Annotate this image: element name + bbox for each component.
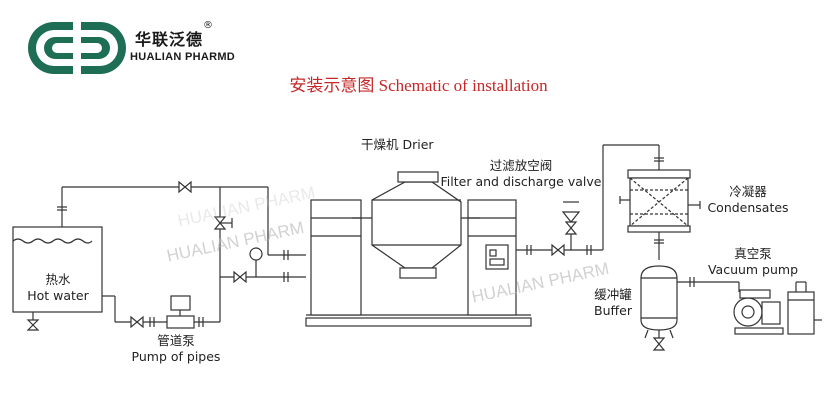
- return-line-valve: [178, 180, 192, 194]
- buffer-tank: [640, 265, 678, 351]
- filter-discharge-valve-label: 过滤放空阀 Filter and discharge valve: [440, 158, 602, 189]
- buffer-label: 缓冲罐 Buffer: [594, 287, 632, 318]
- company-logo: [28, 22, 126, 74]
- condenser-label: 冷凝器 Condensates: [707, 184, 789, 215]
- hot-water-label: 热水 Hot water: [27, 272, 89, 303]
- drier-label: 干燥机 Drier: [361, 137, 434, 152]
- condenser: [619, 169, 701, 233]
- tank-drain-valve: [26, 312, 40, 331]
- hot-water-tank: [12, 226, 103, 313]
- logo-name-en: HUALIAN PHARMD: [130, 51, 236, 63]
- logo-name-cn: 华联泛德: [135, 30, 204, 49]
- double-cone-drier: [305, 171, 532, 327]
- pump-inlet-valve: [130, 315, 144, 329]
- page-title: 安装示意图 Schematic of installation: [289, 76, 548, 95]
- pipeline-pump-label: 管道泵 Pump of pipes: [131, 333, 221, 364]
- vacuum-pump-label: 真空泵 Vacuum pump: [707, 246, 799, 277]
- pipeline-pump: [166, 295, 195, 329]
- pressure-gauge: [249, 247, 263, 277]
- vacuum-pump: [733, 281, 822, 335]
- jacket-inlet-valve: [233, 270, 247, 284]
- filter-discharge-valve: [551, 201, 581, 257]
- registered-mark: ®: [203, 20, 213, 31]
